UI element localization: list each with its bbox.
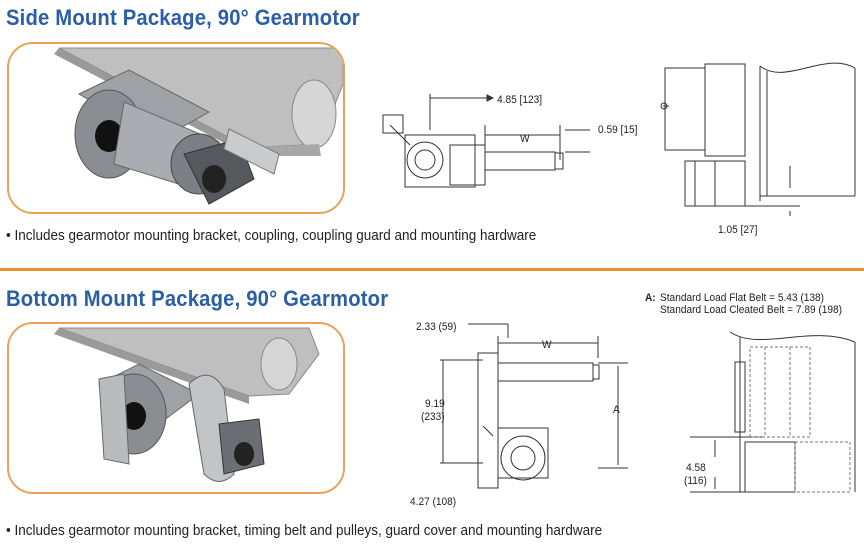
bottom-mount-side-drawing	[690, 331, 856, 493]
section2-title: Bottom Mount Package, 90° Gearmotor	[6, 286, 389, 311]
dim-0-59: 0.59 [15]	[598, 124, 638, 136]
section1-title: Side Mount Package, 90° Gearmotor	[6, 5, 360, 30]
side-mount-gearmotor-illustration	[54, 47, 343, 205]
section-divider	[0, 268, 864, 271]
dim-4-58: 4.58	[686, 462, 706, 474]
note-line2: Standard Load Cleated Belt = 7.89 (198)	[660, 304, 843, 316]
bottom-mount-photo	[7, 322, 345, 494]
bottom-mount-gearmotor-illustration	[54, 327, 320, 482]
dim-2-33: 2.33 (59)	[416, 321, 457, 333]
dim-9-19: 9.19	[425, 398, 445, 410]
dim-4-85: 4.85 [123]	[497, 94, 543, 106]
side-mount-side-view-drawing	[660, 62, 856, 216]
section2-bullet: • Includes gearmotor mounting bracket, t…	[6, 523, 603, 539]
dim-w-bottom: W	[542, 339, 552, 351]
dim-233: (233)	[421, 411, 445, 423]
dim-a: A	[613, 404, 620, 416]
dim-4-27: 4.27 (108)	[410, 496, 457, 508]
note-line1: Standard Load Flat Belt = 5.43 (138)	[660, 292, 825, 304]
dim-116: (116)	[684, 475, 707, 487]
bottom-mount-front-drawing	[440, 323, 628, 489]
note-label: A:	[645, 292, 656, 304]
side-mount-top-view-drawing	[382, 94, 590, 188]
section1-bullet: • Includes gearmotor mounting bracket, c…	[6, 228, 537, 244]
dim-w-side: W	[520, 133, 530, 145]
dim-1-05: 1.05 [27]	[718, 224, 758, 236]
side-mount-photo	[7, 42, 345, 214]
